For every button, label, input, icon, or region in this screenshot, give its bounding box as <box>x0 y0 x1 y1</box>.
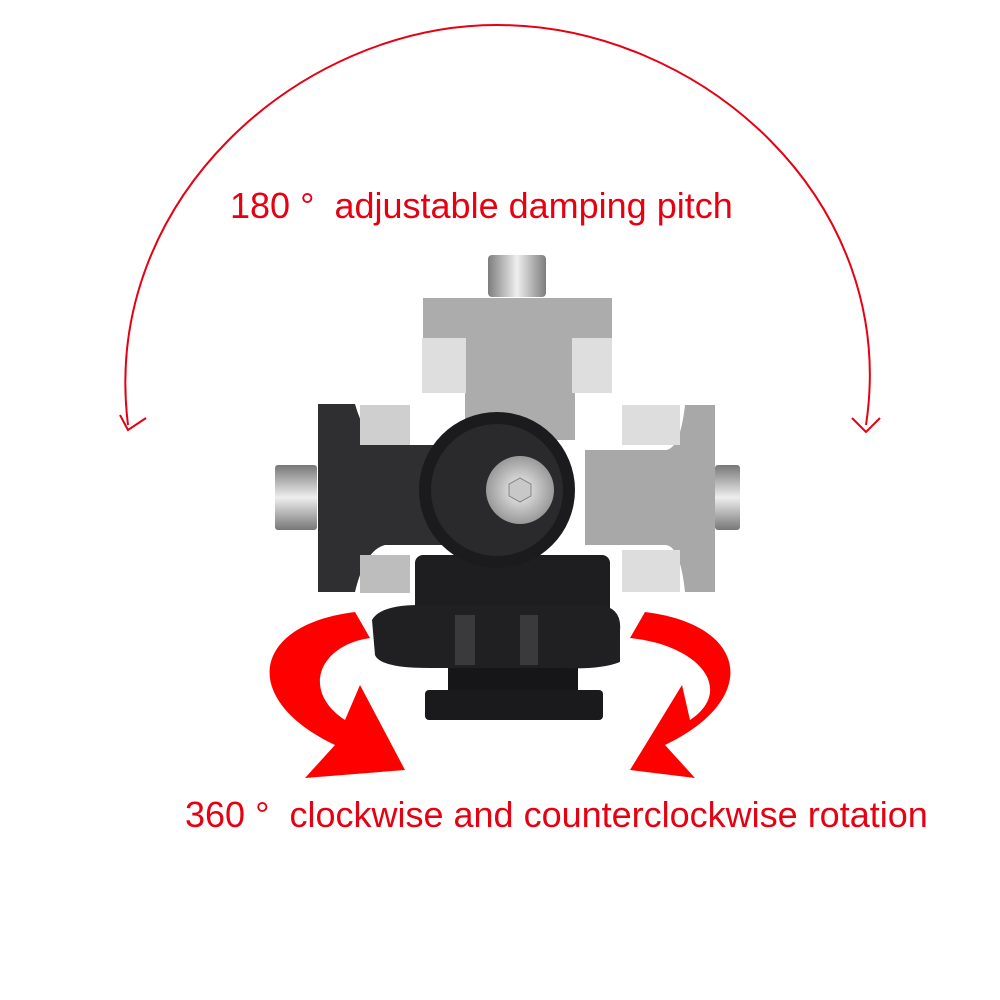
counterclockwise-arrow-icon <box>269 612 405 778</box>
pitch-arc <box>124 23 871 426</box>
pitch-label: 180 ° adjustable damping pitch <box>230 185 733 226</box>
rotation-label: 360 ° clockwise and counterclockwise rot… <box>185 794 928 835</box>
clockwise-arrow-icon <box>630 612 731 778</box>
base-and-knob <box>372 555 621 720</box>
pivot-knob <box>419 412 575 568</box>
arrowhead-left-icon <box>119 414 147 432</box>
right-bracket <box>585 405 740 592</box>
arrowhead-right-icon <box>851 417 881 434</box>
top-bracket <box>422 255 612 440</box>
